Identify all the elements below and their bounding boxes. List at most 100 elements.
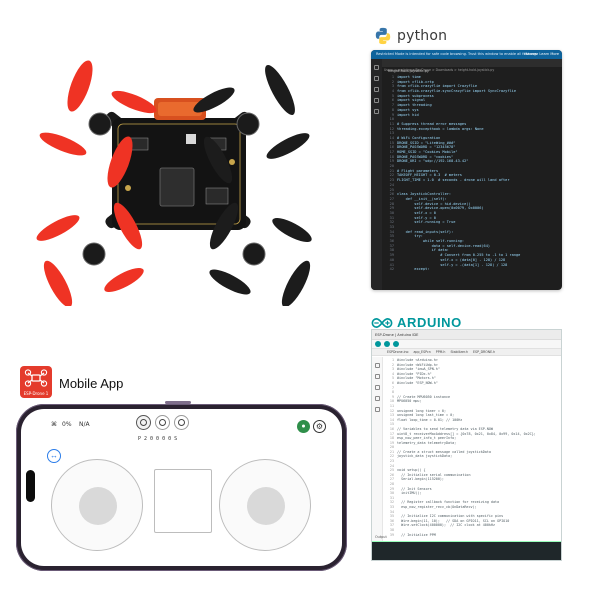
settings-button[interactable]: ⚙ xyxy=(313,420,326,433)
restricted-mode-banner: Restricted Mode is intended for safe cod… xyxy=(371,50,562,59)
sketchbook-icon[interactable] xyxy=(374,363,380,368)
output-panel: Output xyxy=(372,535,561,560)
line-number: 7 xyxy=(391,103,394,108)
gear-icon: ⚙ xyxy=(315,421,324,431)
code-line: 5#include "Motors.h" xyxy=(384,376,559,381)
line-number: 39 xyxy=(389,253,394,258)
land-icon xyxy=(159,419,166,426)
arduino-code-area[interactable]: 1#include <Arduino.h>2#include <WiFiUdp.… xyxy=(384,358,559,540)
code-text: if data: xyxy=(397,248,449,253)
banner-links[interactable]: Manage Learn More xyxy=(524,52,559,56)
code-text: threading.excepthook = lambda args: None xyxy=(397,126,484,131)
code-text: // Initialize PPM xyxy=(397,532,436,537)
line-number: 6 xyxy=(391,98,394,103)
line-number: 14 xyxy=(389,135,394,140)
line-number: 29 xyxy=(389,206,394,211)
code-text: self.running = True xyxy=(397,220,456,225)
line-number: 4 xyxy=(391,371,394,376)
code-text: import threading xyxy=(397,103,432,108)
sketch-tab[interactable]: ESPDrone.ino xyxy=(387,350,409,354)
hold-button[interactable] xyxy=(174,415,189,430)
code-line: 37 Wire.setClock(400000); // I2C clock a… xyxy=(384,523,559,528)
arm-button[interactable]: ● xyxy=(297,420,310,433)
sketch-tab[interactable]: app_ESPcn xyxy=(413,350,431,354)
debug-button[interactable] xyxy=(393,341,399,347)
line-number: 32 xyxy=(389,500,394,505)
code-line: 16// Variables to send telemetry data vi… xyxy=(384,427,559,432)
code-text: // Variables to send telemetry data via … xyxy=(397,426,493,431)
swap-sticks-button[interactable]: ↔ xyxy=(47,449,61,463)
library-manager-icon[interactable] xyxy=(374,385,380,390)
line-number: 10 xyxy=(389,117,394,122)
code-text: MPU6050 mpu; xyxy=(397,399,422,404)
code-text: self.x = (data[0] - 128) / 128 xyxy=(397,257,506,262)
line-number: 21 xyxy=(389,449,394,454)
line-number: 25 xyxy=(389,468,394,473)
boards-manager-icon[interactable] xyxy=(374,374,380,379)
line-number: 15 xyxy=(389,140,394,145)
code-line: 27 Serial.begin(115200); xyxy=(384,477,559,482)
line-number: 5 xyxy=(391,376,394,381)
arduino-infinity-icon xyxy=(371,317,393,328)
battery-value: N/A xyxy=(79,421,90,428)
line-number: 35 xyxy=(389,234,394,239)
sketch-tabs: ESPDrone.ino app_ESPcn PPM.h Stabilizer.h ES… xyxy=(372,349,561,356)
code-text: float loop_time = 0.01; // 100Hz xyxy=(397,417,463,422)
line-number: 27 xyxy=(389,477,394,482)
line-number: 17 xyxy=(389,150,394,154)
right-joystick[interactable] xyxy=(219,459,311,551)
line-number: 23 xyxy=(389,459,394,464)
line-number: 3 xyxy=(391,84,394,89)
code-line: 27 def __init__(self): xyxy=(384,197,560,202)
code-line: 36 Wire.begin(11, 10); // SDA on GPIO11,… xyxy=(384,519,559,524)
run-debug-icon[interactable] xyxy=(374,98,379,103)
code-text: Wire.begin(11, 10); // SDA on GPIO11, SC… xyxy=(397,518,510,523)
code-text: #include "Motors.h" xyxy=(397,376,436,381)
line-number: 12 xyxy=(389,408,394,413)
telemetry-value: 0 xyxy=(150,436,154,442)
land-button[interactable] xyxy=(155,415,170,430)
upload-button[interactable] xyxy=(384,341,390,347)
left-joystick[interactable] xyxy=(51,459,143,551)
line-number: 13 xyxy=(389,413,394,418)
left-joystick-knob[interactable] xyxy=(79,487,117,525)
sketch-tab[interactable]: ESP_DRONE.h xyxy=(473,350,496,354)
search-icon[interactable] xyxy=(374,407,380,412)
code-text: // Init Sensors xyxy=(397,486,432,491)
telemetry-value: S xyxy=(174,436,178,442)
line-number: 38 xyxy=(389,248,394,253)
code-text: Wire.setClock(400000); // I2C clock at 4… xyxy=(397,523,495,528)
line-number: 5 xyxy=(391,93,394,98)
explorer-icon[interactable] xyxy=(374,65,379,70)
search-icon[interactable] xyxy=(374,76,379,81)
sketch-tab[interactable]: PPM.h xyxy=(435,350,446,354)
verify-button[interactable] xyxy=(375,341,381,347)
code-text: self.x = 0 xyxy=(397,210,436,215)
editor-tab[interactable]: height-hold-joystick.py xyxy=(382,67,436,75)
telemetry-value: 2 xyxy=(144,436,148,442)
debug-icon[interactable] xyxy=(374,396,380,401)
sketch-tab[interactable]: Stabilizer.h xyxy=(450,350,469,354)
output-label: Output xyxy=(375,535,387,539)
right-joystick-knob[interactable] xyxy=(247,487,285,525)
source-control-icon[interactable] xyxy=(374,87,379,92)
line-number: 42 xyxy=(389,267,394,272)
code-text: # Convert from 0-255 to -1 to 1 range xyxy=(397,253,521,258)
code-text: // Initialize I2C communication with spe… xyxy=(397,514,504,519)
trim-pad[interactable] xyxy=(154,469,212,533)
drone-motor xyxy=(88,112,112,136)
code-line: 15 xyxy=(384,422,559,427)
telemetry-value: 0 xyxy=(156,436,160,442)
line-number: 29 xyxy=(389,486,394,491)
mode-button-row xyxy=(136,415,189,430)
extensions-icon[interactable] xyxy=(374,109,379,114)
line-number: 18 xyxy=(389,154,394,159)
window-title: ESP-Drone | Arduino IDE xyxy=(375,332,419,337)
code-text: esp_now_peer_info_t peerInfo; xyxy=(397,436,457,441)
takeoff-button[interactable] xyxy=(136,415,151,430)
